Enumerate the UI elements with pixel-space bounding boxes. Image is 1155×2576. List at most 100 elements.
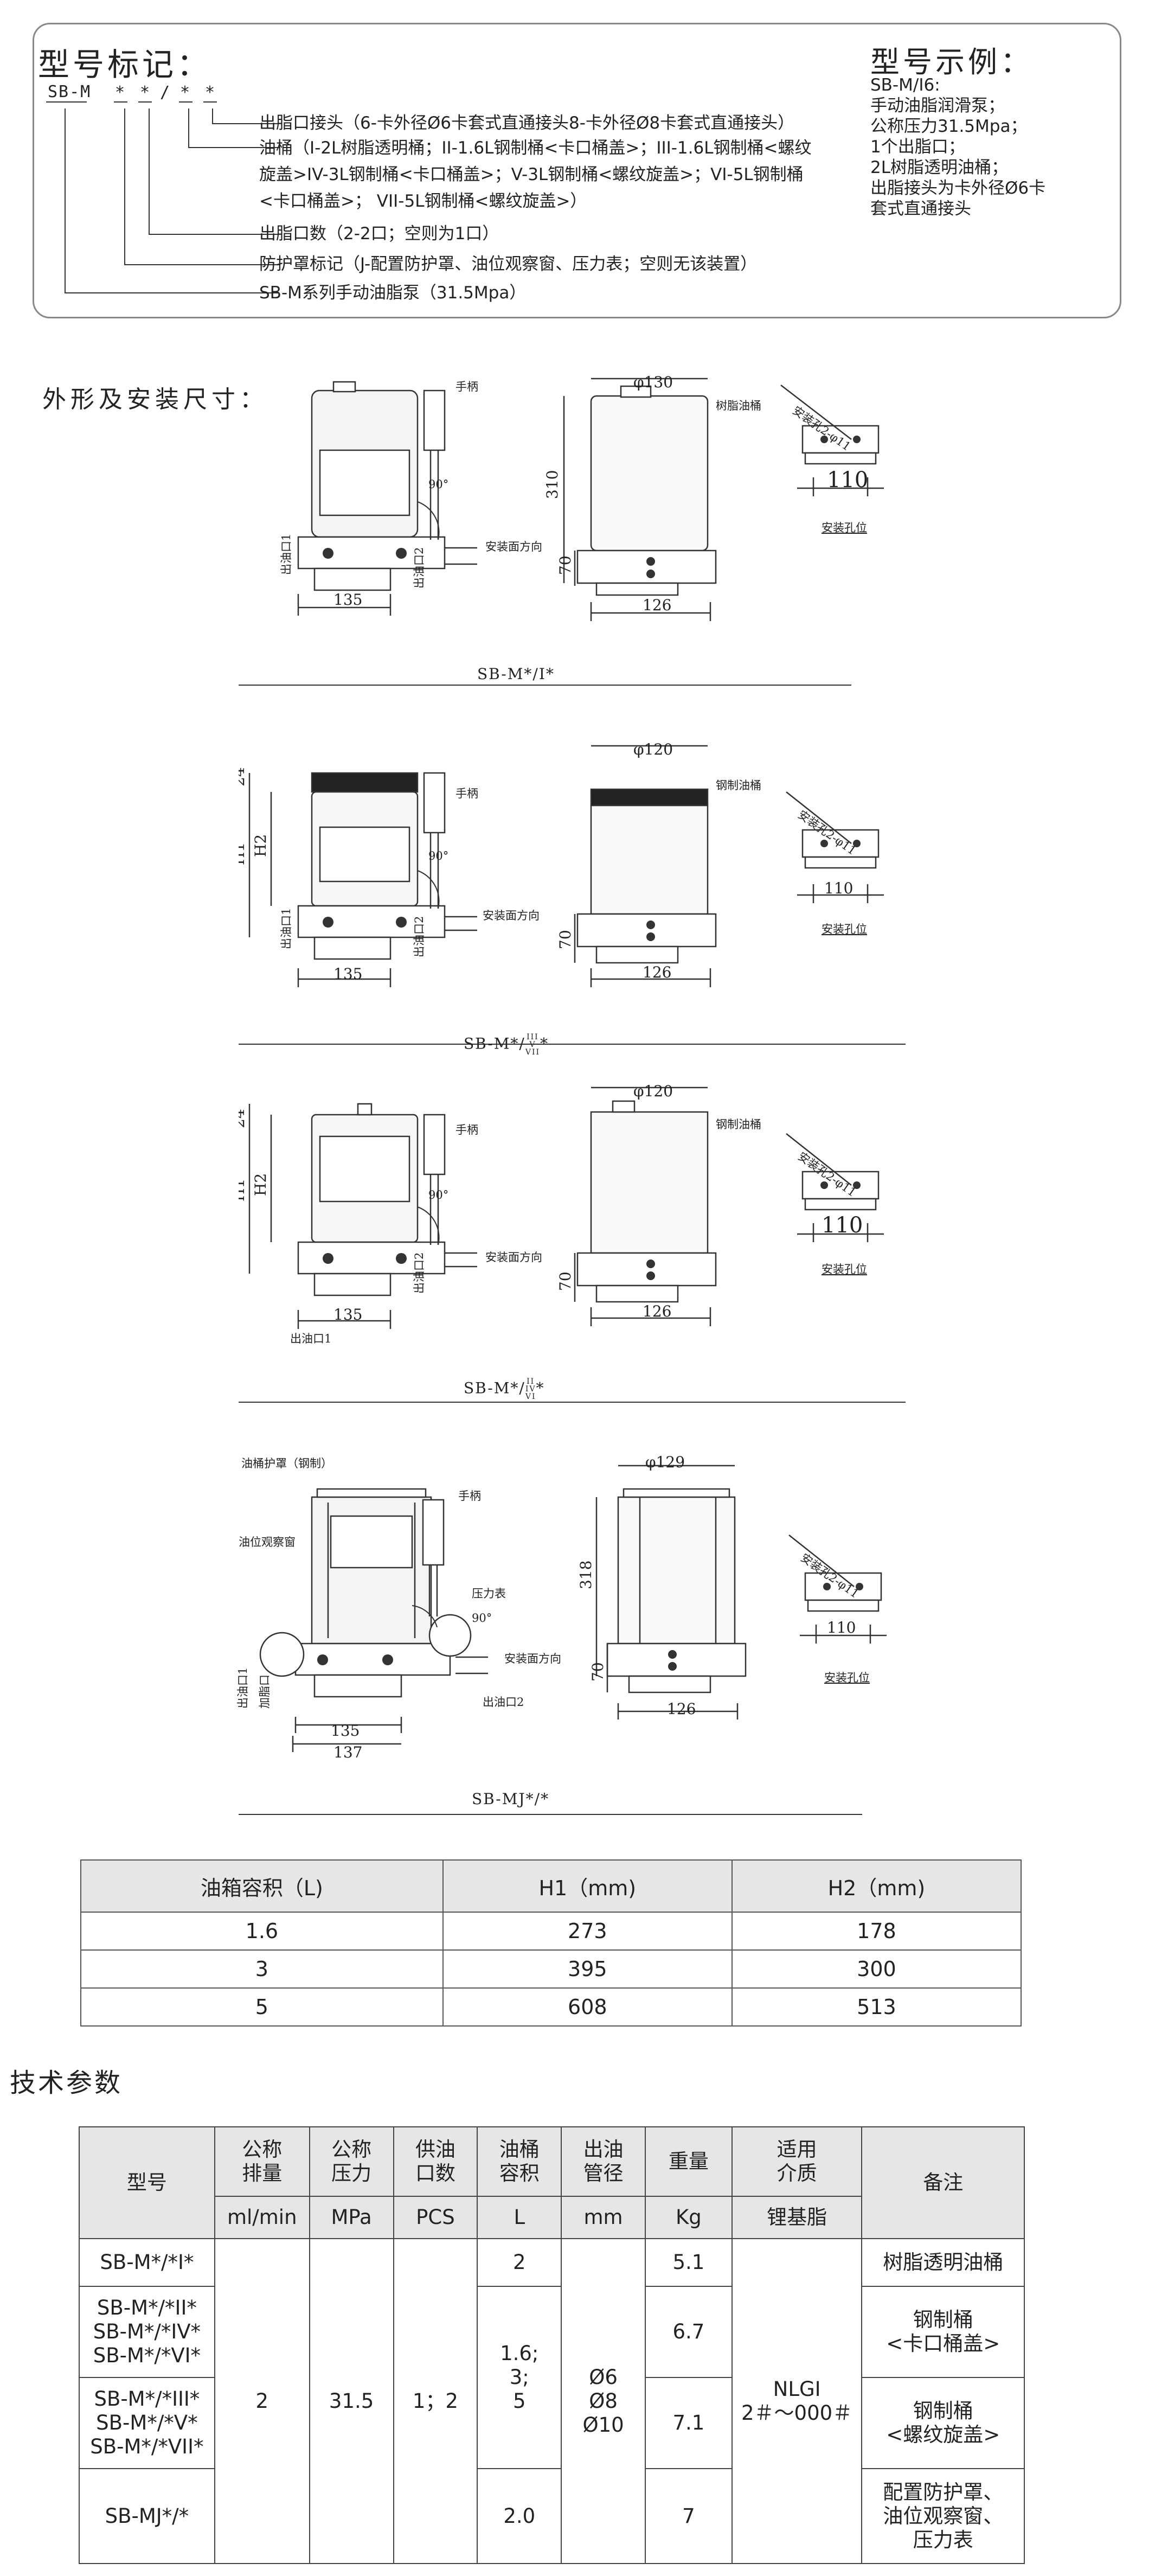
dim-hole-spacing: 110 bbox=[822, 1213, 863, 1238]
label-direction: 安装面方向 bbox=[504, 1652, 561, 1665]
legend-ports: 出脂口数（2-2口；空则为1口） bbox=[259, 224, 499, 244]
label-angle: 90° bbox=[428, 1188, 448, 1201]
label-outlet1: 出油口1 bbox=[236, 1667, 249, 1709]
drawing-sb-mj: 油桶护罩（钢制） 油位观察窗 手柄 压力表 90° 安装面方向 加脂口 出油口1… bbox=[236, 1453, 887, 1815]
header-ports: 供油 口数 bbox=[393, 2126, 478, 2197]
cell-model: SB-M*/*III* SB-M*/*V* SB-M*/*VII* bbox=[79, 2377, 215, 2469]
legend-series: SB-M系列手动油脂泵（31.5Mpa） bbox=[259, 283, 527, 303]
label-angle: 90° bbox=[472, 1612, 492, 1625]
cell-weight: 5.1 bbox=[644, 2238, 733, 2287]
cell-volume: 2.0 bbox=[477, 2468, 562, 2564]
cell-h2: 300 bbox=[731, 1949, 1022, 1989]
legend-tank-1: 油桶（I-2L树脂透明桶；II-1.6L钢制桶<卡口桶盖>；III-1.6L钢制… bbox=[259, 138, 812, 158]
dim-height-total: 310 bbox=[543, 470, 561, 499]
dim-height-base: 70 bbox=[589, 1662, 607, 1682]
legend-tank-3: <卡口桶盖>； VII-5L钢制桶<螺纹旋盖>） bbox=[259, 191, 587, 211]
cell-volume: 2 bbox=[477, 2238, 562, 2287]
caption-drawing-4: SB-MJ*/* bbox=[472, 1790, 550, 1808]
model-code-base: SB-M bbox=[48, 82, 92, 101]
table-row: SB-MJ*/* 2.0 7 配置防护罩、 油位观察窗、 压力表 bbox=[79, 2468, 1025, 2564]
header-weight: 重量 bbox=[644, 2126, 733, 2197]
example-block: SB-M/I6: 手动油脂润滑泵； 公称压力31.5Mpa； 1个出脂口； 2L… bbox=[870, 75, 1109, 219]
dim-width-front-2: 137 bbox=[333, 1743, 362, 1761]
label-outlet1: 出油口1 bbox=[280, 908, 293, 949]
label-handle: 手柄 bbox=[455, 787, 478, 800]
unit-displacement: ml/min bbox=[214, 2196, 310, 2239]
model-code-leader-lines: * * / * * bbox=[46, 83, 279, 293]
table-row: SB-M*/*I* 2 31.5 1；2 2 Ø6 Ø8 Ø10 5.1 NLG… bbox=[79, 2238, 1025, 2564]
caption-sup: II bbox=[527, 1377, 535, 1386]
dim-hole-spacing: 110 bbox=[827, 1619, 856, 1637]
cell-volume: 3 bbox=[80, 1949, 444, 1989]
cell-h1: 608 bbox=[442, 1987, 733, 2027]
label-window: 油位观察窗 bbox=[239, 1536, 296, 1549]
code-slot-joint: * bbox=[205, 83, 215, 102]
caption-base: SB-M*/ bbox=[464, 1379, 525, 1397]
label-hole-caption: 安装孔位 bbox=[824, 1671, 870, 1684]
table-row: 5 608 513 bbox=[80, 1987, 1022, 2027]
dim-diameter: φ129 bbox=[645, 1453, 685, 1471]
example-line: 手动油脂润滑泵； bbox=[870, 96, 1005, 116]
label-outlet1: 出油口1 bbox=[280, 534, 293, 575]
example-line: 套式直通接头 bbox=[870, 199, 971, 219]
label-direction: 安装面方向 bbox=[485, 1251, 542, 1264]
dim-diameter: φ130 bbox=[633, 374, 673, 391]
drawing-sb-m-ii-iv-vi: 手柄 钢制油桶 90° 安装面方向 出油口1 出油口2 安装孔2-φ11 安装孔… bbox=[239, 1082, 906, 1403]
caption-mid: IV bbox=[525, 1385, 536, 1394]
caption-sup: III bbox=[527, 1033, 539, 1041]
cell-weight: 6.7 bbox=[644, 2286, 733, 2378]
dim-h1: H1 bbox=[239, 842, 248, 865]
cell-note: 钢制桶 <螺纹旋盖> bbox=[861, 2377, 1025, 2469]
cell-note: 配置防护罩、 油位观察窗、 压力表 bbox=[861, 2468, 1025, 2564]
cell-media: NLGI 2＃～000＃ bbox=[731, 2238, 863, 2564]
example-line: 1个出脂口； bbox=[870, 137, 965, 157]
unit-ports: PCS bbox=[393, 2196, 478, 2239]
legend-guard: 防护罩标记（J-配置防护罩、油位观察窗、压力表；空则无该装置） bbox=[259, 254, 758, 274]
label-outlet2: 出油口2 bbox=[413, 547, 426, 589]
dim-width-side: 126 bbox=[643, 596, 671, 614]
label-outlet2: 出油口2 bbox=[483, 1696, 524, 1709]
header-media: 适用 介质 bbox=[731, 2126, 863, 2197]
dim-top: 24 bbox=[239, 767, 248, 787]
dim-height-base: 70 bbox=[556, 555, 574, 575]
cell-weight: 7 bbox=[644, 2468, 733, 2564]
label-angle: 90° bbox=[428, 849, 448, 862]
dim-width-front: 135 bbox=[333, 965, 362, 983]
label-angle: 90° bbox=[428, 478, 448, 491]
dims-title: 外形及安装尺寸： bbox=[42, 386, 268, 413]
legend-joint: 出脂口接头（6-卡外径Ø6卡套式直通接头8-卡外径Ø8卡套式直通接头） bbox=[259, 113, 795, 133]
header-volume: 油桶 容积 bbox=[477, 2126, 562, 2197]
unit-pipe: mm bbox=[561, 2196, 646, 2239]
label-hole-caption: 安装孔位 bbox=[822, 521, 867, 534]
label-handle: 手柄 bbox=[455, 1123, 478, 1136]
header-displacement: 公称 排量 bbox=[214, 2126, 310, 2197]
drawing-sb-m-i: 手柄 树脂油桶 90° 安装面方向 出油口1 出油口2 安装孔2-φ11 安装孔… bbox=[239, 374, 884, 686]
label-tank: 树脂油桶 bbox=[716, 399, 761, 412]
caption-mid: V bbox=[529, 1040, 536, 1049]
tech-params-table: 型号 公称 排量 公称 压力 供油 口数 油桶 容积 出油 管径 重量 适用 介… bbox=[79, 2126, 1025, 2564]
label-outlet1: 出油口1 bbox=[290, 1332, 331, 1345]
drawing-sb-m-iii-v-vii: 手柄 钢制油桶 90° 安装面方向 出油口1 出油口2 安装孔2-φ11 安装孔… bbox=[239, 740, 906, 1045]
example-line: 出脂接头为卡外径Ø6卡 bbox=[870, 178, 1046, 198]
cell-pipe: Ø6 Ø8 Ø10 bbox=[561, 2238, 646, 2564]
tech-title: 技术参数 bbox=[10, 2068, 123, 2098]
label-direction: 安装面方向 bbox=[483, 909, 540, 922]
legend-tank-2: 旋盖>IV-3L钢制桶<卡口桶盖>；V-3L钢制桶<螺纹旋盖>；VI-5L钢制桶 bbox=[259, 165, 804, 184]
cell-h1: 395 bbox=[442, 1949, 733, 1989]
label-guard: 油桶护罩（钢制） bbox=[241, 1457, 332, 1470]
unit-media: 锂基脂 bbox=[731, 2196, 863, 2239]
cell-h2: 513 bbox=[731, 1987, 1022, 2027]
label-hole-caption: 安装孔位 bbox=[822, 923, 867, 936]
dim-width-front: 135 bbox=[331, 1722, 360, 1740]
caption-sub: VI bbox=[525, 1392, 536, 1401]
table-header-row: 油箱容积（L) H1（mm) H2（mm) bbox=[80, 1859, 1022, 1913]
header-volume: 油箱容积（L) bbox=[80, 1859, 444, 1913]
dim-h2: H2 bbox=[252, 1173, 270, 1196]
dim-width-side: 126 bbox=[643, 1302, 671, 1320]
model-notation-box bbox=[33, 23, 1121, 318]
header-note: 备注 bbox=[861, 2126, 1025, 2239]
dim-h1: H1 bbox=[239, 1179, 248, 1201]
dim-height-base: 70 bbox=[556, 1271, 574, 1291]
table-row: 1.6 273 178 bbox=[80, 1912, 1022, 1951]
